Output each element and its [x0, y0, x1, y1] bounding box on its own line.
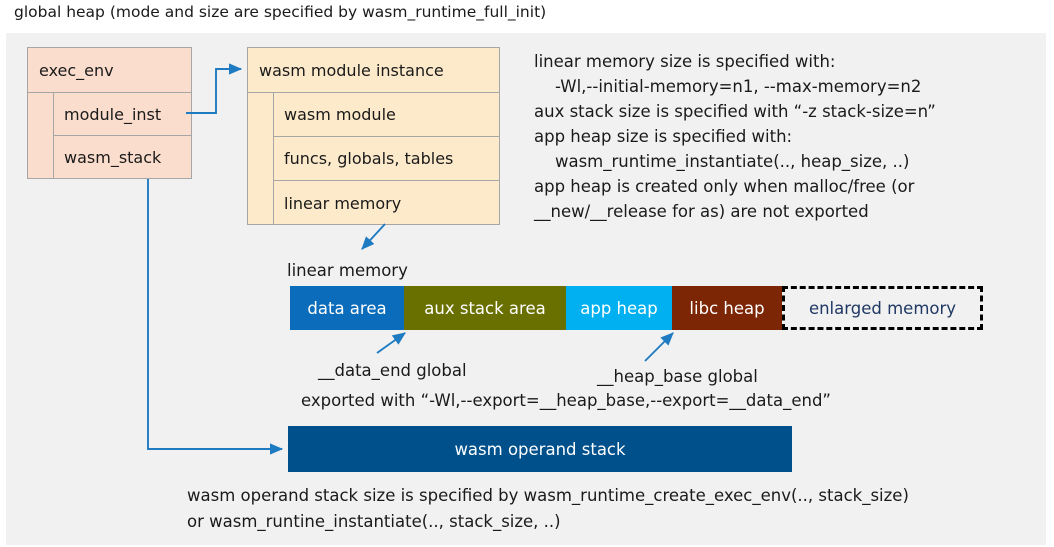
segment-data-area: data area	[290, 286, 404, 330]
heap-base-global-label: __heap_base global	[597, 367, 758, 386]
segment-app-heap: app heap	[566, 286, 672, 330]
operand-stack-size-note: wasm operand stack size is specified by …	[187, 486, 909, 531]
memory-config-note: linear memory size is specified with: -W…	[534, 52, 936, 221]
wasm-module-instance-body: wasm module funcs, globals, tables linea…	[248, 93, 499, 224]
exec-env-header: exec_env	[28, 48, 191, 93]
exec-env-field-wasm-stack: wasm_stack	[64, 148, 162, 167]
exec-env-box: exec_env module_inst wasm_stack	[27, 47, 192, 179]
segment-aux-stack-area: aux stack area	[404, 286, 566, 330]
data-end-global-label: __data_end global	[318, 361, 467, 380]
segment-libc-heap: libc heap	[672, 286, 782, 330]
exported-with-label: exported with “-Wl,--export=__heap_base,…	[301, 391, 831, 410]
wasm-module-instance-gutter	[248, 93, 274, 224]
exec-env-gutter	[28, 93, 54, 179]
diagram-title: global heap (mode and size are specified…	[14, 3, 547, 21]
wasm-module-instance-header: wasm module instance	[248, 48, 499, 93]
field-linear-memory: linear memory	[284, 193, 402, 213]
field-wasm-module: wasm module	[274, 93, 499, 137]
linear-memory-label: linear memory	[287, 261, 408, 280]
exec-env-field-list: module_inst wasm_stack	[54, 93, 191, 179]
linear-memory-bar: data area aux stack area app heap libc h…	[290, 286, 983, 330]
field-funcs-globals-tables: funcs, globals, tables	[274, 137, 499, 181]
wasm-module-instance-box: wasm module instance wasm module funcs, …	[247, 47, 500, 225]
wasm-module-instance-field-list: wasm module funcs, globals, tables linea…	[274, 93, 499, 224]
wasm-operand-stack-bar: wasm operand stack	[288, 426, 792, 472]
exec-env-field-module-inst: module_inst	[54, 93, 191, 136]
exec-env-body: module_inst wasm_stack	[28, 93, 191, 179]
segment-enlarged-memory: enlarged memory	[782, 286, 983, 330]
